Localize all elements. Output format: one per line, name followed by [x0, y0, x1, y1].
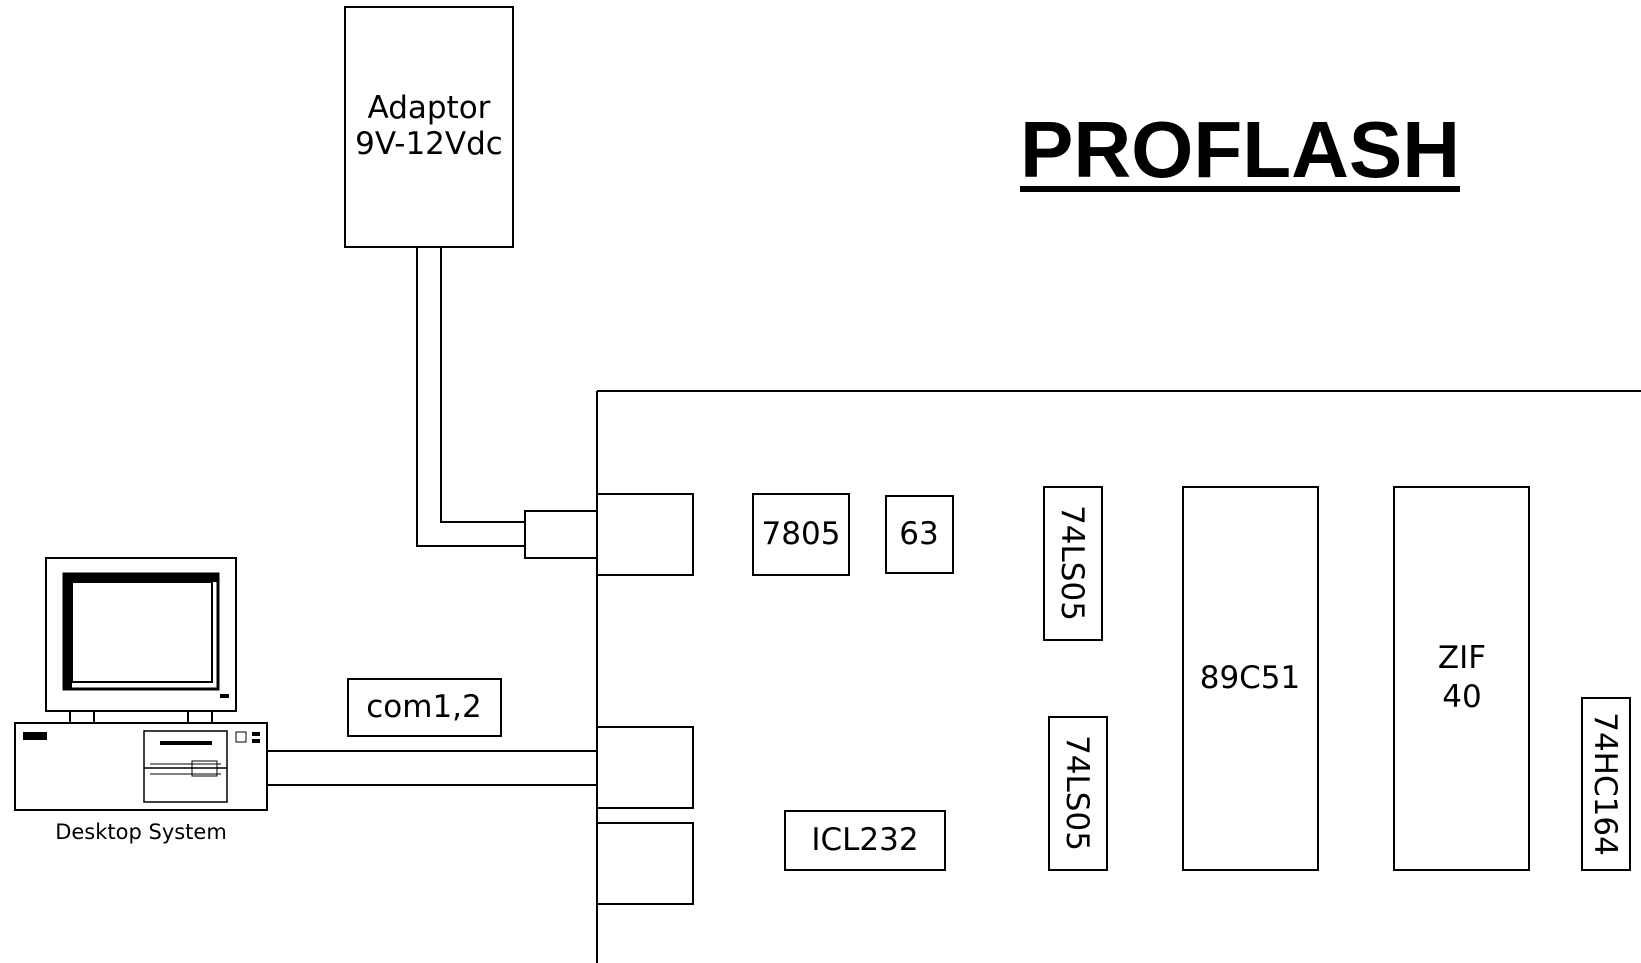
system-led-2 — [252, 739, 260, 743]
monitor-base — [69, 710, 213, 724]
spare-connector — [596, 822, 694, 905]
chip-63-box — [885, 495, 954, 574]
zif-box — [1393, 486, 1530, 871]
mcu-box — [1182, 486, 1319, 871]
chip-74ls05-bottom: 74LS05 — [1048, 716, 1108, 871]
monitor-led — [220, 694, 229, 698]
regulator-label: 7805 — [762, 516, 841, 552]
adaptor-block: Adaptor 9V-12Vdc — [344, 6, 514, 248]
page-title: PROFLASH — [1020, 105, 1460, 194]
ic-74ls05-top-box — [1043, 486, 1103, 641]
power-cable-outer — [416, 247, 525, 547]
adaptor-label-line2: 9V-12Vdc — [355, 126, 503, 162]
adaptor-box — [344, 6, 514, 248]
system-button — [235, 731, 247, 743]
ic-74ls05-bottom-box — [1048, 716, 1108, 871]
system-led-1 — [252, 732, 260, 736]
chip-63: 63 — [885, 495, 954, 574]
chip-icl232: ICL232 — [784, 810, 946, 871]
power-jack — [596, 493, 694, 576]
chip-74hc164: 74HC164 — [1581, 697, 1631, 871]
power-indicator — [23, 732, 47, 740]
title-group: PROFLASH — [1020, 105, 1460, 194]
chip-63-label: 63 — [899, 516, 938, 552]
floppy-slot — [160, 741, 212, 745]
mcu-label: 89C51 — [1200, 660, 1301, 696]
zif-label-line1: ZIF — [1438, 640, 1486, 676]
system-unit — [14, 722, 268, 811]
shift-register-label: 74HC164 — [1587, 712, 1623, 856]
desktop-label: Desktop System — [55, 820, 227, 844]
rs232-box — [784, 810, 946, 871]
chip-74ls05-top: 74LS05 — [1043, 486, 1103, 641]
serial-connector — [596, 726, 694, 809]
com-label: com1,2 — [366, 689, 482, 725]
title-underline — [1020, 186, 1460, 192]
ic-74ls05-top-label: 74LS05 — [1054, 505, 1090, 621]
adaptor-label-line1: Adaptor — [368, 90, 491, 126]
drive-button — [191, 760, 218, 777]
rs232-label: ICL232 — [811, 822, 918, 858]
monitor-screen — [71, 581, 213, 683]
zif-label-line2: 40 — [1442, 679, 1481, 715]
regulator-box — [752, 493, 850, 576]
chip-89c51: 89C51 — [1182, 486, 1319, 871]
desktop-computer-icon — [14, 557, 268, 811]
power-plug — [524, 510, 598, 559]
chip-7805: 7805 — [752, 493, 850, 576]
com-label-box — [347, 678, 502, 737]
ic-74ls05-bottom-label: 74LS05 — [1059, 735, 1095, 851]
power-cable-inner — [440, 247, 525, 523]
zif-socket: ZIF 40 — [1393, 486, 1530, 871]
serial-cable — [267, 750, 597, 786]
power-cable — [416, 247, 598, 559]
monitor-case — [45, 557, 237, 712]
shift-register-box — [1581, 697, 1631, 871]
